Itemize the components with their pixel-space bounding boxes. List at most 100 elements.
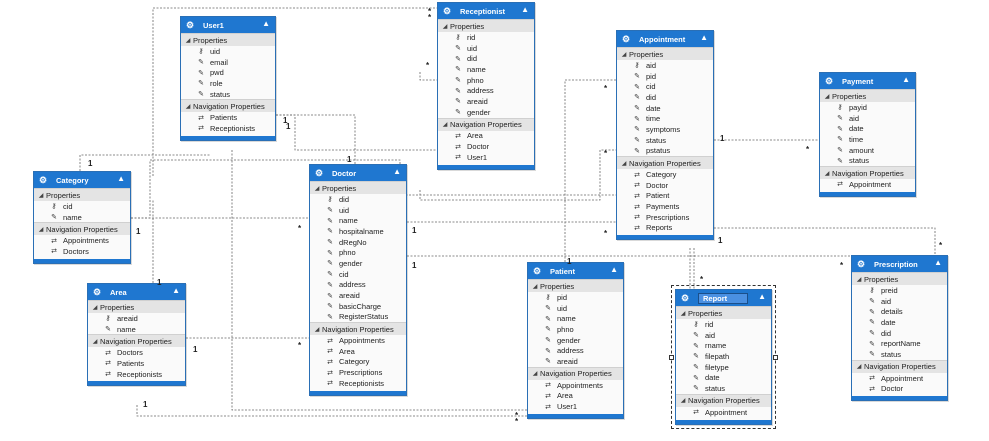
navigation-row[interactable]: ⇄Category <box>617 169 713 180</box>
entity-payment[interactable]: ⚙Payment▲◢Properties⚷payid✎aid✎date✎time… <box>819 72 916 197</box>
property-row[interactable]: ✎pstatus <box>617 146 713 157</box>
property-row[interactable]: ⚷rid <box>438 32 534 43</box>
properties-section-header[interactable]: ◢Properties <box>88 300 185 313</box>
entity-header[interactable]: ⚙Report▲ <box>676 290 771 306</box>
collapse-chevron-icon[interactable]: ▲ <box>700 33 708 42</box>
property-row[interactable]: ✎phno <box>310 247 406 258</box>
property-row[interactable]: ✎address <box>528 345 623 356</box>
entity-patient[interactable]: ⚙Patient▲◢Properties⚷pid✎uid✎name✎phno✎g… <box>527 262 624 419</box>
expand-triangle-icon[interactable]: ◢ <box>442 23 448 30</box>
collapse-chevron-icon[interactable]: ▲ <box>902 75 910 84</box>
collapse-chevron-icon[interactable]: ▲ <box>521 5 529 14</box>
entity-header[interactable]: ⚙Receptionist▲ <box>438 3 534 19</box>
navigation-section-header[interactable]: ◢Navigation Properties <box>88 334 185 348</box>
property-row[interactable]: ✎hospitalname <box>310 226 406 237</box>
property-row[interactable]: ✎cid <box>310 269 406 280</box>
property-row[interactable]: ⚷preid <box>852 285 947 296</box>
navigation-row[interactable]: ⇄Appointments <box>528 380 623 391</box>
property-row[interactable]: ✎status <box>820 155 915 166</box>
entity-header[interactable]: ⚙Patient▲ <box>528 263 623 279</box>
properties-section-header[interactable]: ◢Properties <box>820 89 915 102</box>
property-row[interactable]: ✎date <box>617 103 713 114</box>
expand-triangle-icon[interactable]: ◢ <box>314 326 320 333</box>
properties-section-header[interactable]: ◢Properties <box>852 272 947 285</box>
expand-triangle-icon[interactable]: ◢ <box>621 51 627 58</box>
navigation-row[interactable]: ⇄Area <box>438 131 534 142</box>
property-row[interactable]: ✎did <box>852 328 947 339</box>
expand-triangle-icon[interactable]: ◢ <box>680 398 686 405</box>
navigation-row[interactable]: ⇄Appointment <box>820 179 915 190</box>
properties-section-header[interactable]: ◢Properties <box>181 33 275 46</box>
navigation-row[interactable]: ⇄Area <box>310 346 406 357</box>
navigation-row[interactable]: ⇄Patient <box>617 191 713 202</box>
property-row[interactable]: ✎status <box>617 135 713 146</box>
entity-header[interactable]: ⚙Doctor▲ <box>310 165 406 181</box>
association-line[interactable] <box>564 79 616 262</box>
collapse-chevron-icon[interactable]: ▲ <box>262 19 270 28</box>
navigation-row[interactable]: ⇄Patients <box>88 358 185 369</box>
navigation-section-header[interactable]: ◢Navigation Properties <box>528 366 623 380</box>
entity-report[interactable]: ⚙Report▲◢Properties⚷rid✎aid✎rname✎filepa… <box>675 289 772 425</box>
property-row[interactable]: ✎cid <box>617 81 713 92</box>
entity-prescription[interactable]: ⚙Prescription▲◢Properties⚷preid✎aid✎deta… <box>851 255 948 402</box>
expand-triangle-icon[interactable]: ◢ <box>442 122 448 128</box>
collapse-chevron-icon[interactable]: ▲ <box>758 292 766 301</box>
expand-triangle-icon[interactable]: ◢ <box>856 276 862 283</box>
property-row[interactable]: ✎RegisterStatus <box>310 312 406 323</box>
entity-area[interactable]: ⚙Area▲◢Properties⚷areaid✎name◢Navigation… <box>87 283 186 387</box>
navigation-row[interactable]: ⇄Doctors <box>34 246 130 257</box>
property-row[interactable]: ✎amount <box>820 145 915 156</box>
navigation-row[interactable]: ⇄Appointment <box>852 373 947 384</box>
property-row[interactable]: ✎did <box>438 53 534 64</box>
expand-triangle-icon[interactable]: ◢ <box>532 283 538 290</box>
property-row[interactable]: ✎dRegNo <box>310 237 406 248</box>
property-row[interactable]: ✎email <box>181 57 275 68</box>
entity-header[interactable]: ⚙Area▲ <box>88 284 185 300</box>
property-row[interactable]: ⚷pid <box>528 292 623 303</box>
property-row[interactable]: ✎uid <box>310 205 406 216</box>
property-row[interactable]: ✎pwd <box>181 67 275 78</box>
properties-section-header[interactable]: ◢Properties <box>438 19 534 32</box>
property-row[interactable]: ✎phno <box>438 75 534 86</box>
navigation-row[interactable]: ⇄Category <box>310 357 406 368</box>
property-row[interactable]: ✎date <box>676 372 771 383</box>
expand-triangle-icon[interactable]: ◢ <box>185 103 191 110</box>
expand-triangle-icon[interactable]: ◢ <box>824 170 830 177</box>
navigation-section-header[interactable]: ◢Navigation Properties <box>34 222 130 236</box>
association-line[interactable] <box>419 72 437 81</box>
property-row[interactable]: ✎did <box>617 92 713 103</box>
property-row[interactable]: ✎areaid <box>310 290 406 301</box>
collapse-chevron-icon[interactable]: ▲ <box>934 258 942 267</box>
property-row[interactable]: ✎filepath <box>676 351 771 362</box>
expand-triangle-icon[interactable]: ◢ <box>314 185 320 192</box>
property-row[interactable]: ✎date <box>852 317 947 328</box>
navigation-row[interactable]: ⇄User1 <box>528 401 623 412</box>
expand-triangle-icon[interactable]: ◢ <box>621 160 627 167</box>
navigation-row[interactable]: ⇄Receptionists <box>310 378 406 389</box>
property-row[interactable]: ✎time <box>820 134 915 145</box>
property-row[interactable]: ⚷rid <box>676 319 771 330</box>
collapse-chevron-icon[interactable]: ▲ <box>393 167 401 176</box>
property-row[interactable]: ✎status <box>181 89 275 100</box>
property-row[interactable]: ✎aid <box>820 113 915 124</box>
entity-doctor[interactable]: ⚙Doctor▲◢Properties⚷did✎uid✎name✎hospita… <box>309 164 407 396</box>
entity-receptionist[interactable]: ⚙Receptionist▲◢Properties⚷rid✎uid✎did✎na… <box>437 2 535 170</box>
navigation-row[interactable]: ⇄Receptionists <box>88 369 185 380</box>
navigation-row[interactable]: ⇄User1 <box>438 152 534 163</box>
property-row[interactable]: ⚷did <box>310 194 406 205</box>
property-row[interactable]: ⚷payid <box>820 102 915 113</box>
navigation-section-header[interactable]: ◢Navigation Properties <box>438 117 534 131</box>
entity-header[interactable]: ⚙Payment▲ <box>820 73 915 89</box>
property-row[interactable]: ✎address <box>438 85 534 96</box>
entity-header[interactable]: ⚙Appointment▲ <box>617 31 713 47</box>
navigation-row[interactable]: ⇄Prescriptions <box>617 212 713 223</box>
property-row[interactable]: ✎aid <box>852 296 947 307</box>
properties-section-header[interactable]: ◢Properties <box>676 306 771 319</box>
collapse-chevron-icon[interactable]: ▲ <box>117 174 125 183</box>
property-row[interactable]: ✎uid <box>528 303 623 314</box>
property-row[interactable]: ✎phno <box>528 324 623 335</box>
property-row[interactable]: ⚷uid <box>181 46 275 57</box>
entity-header[interactable]: ⚙User1▲ <box>181 17 275 33</box>
property-row[interactable]: ✎time <box>617 113 713 124</box>
property-row[interactable]: ✎name <box>34 212 130 223</box>
